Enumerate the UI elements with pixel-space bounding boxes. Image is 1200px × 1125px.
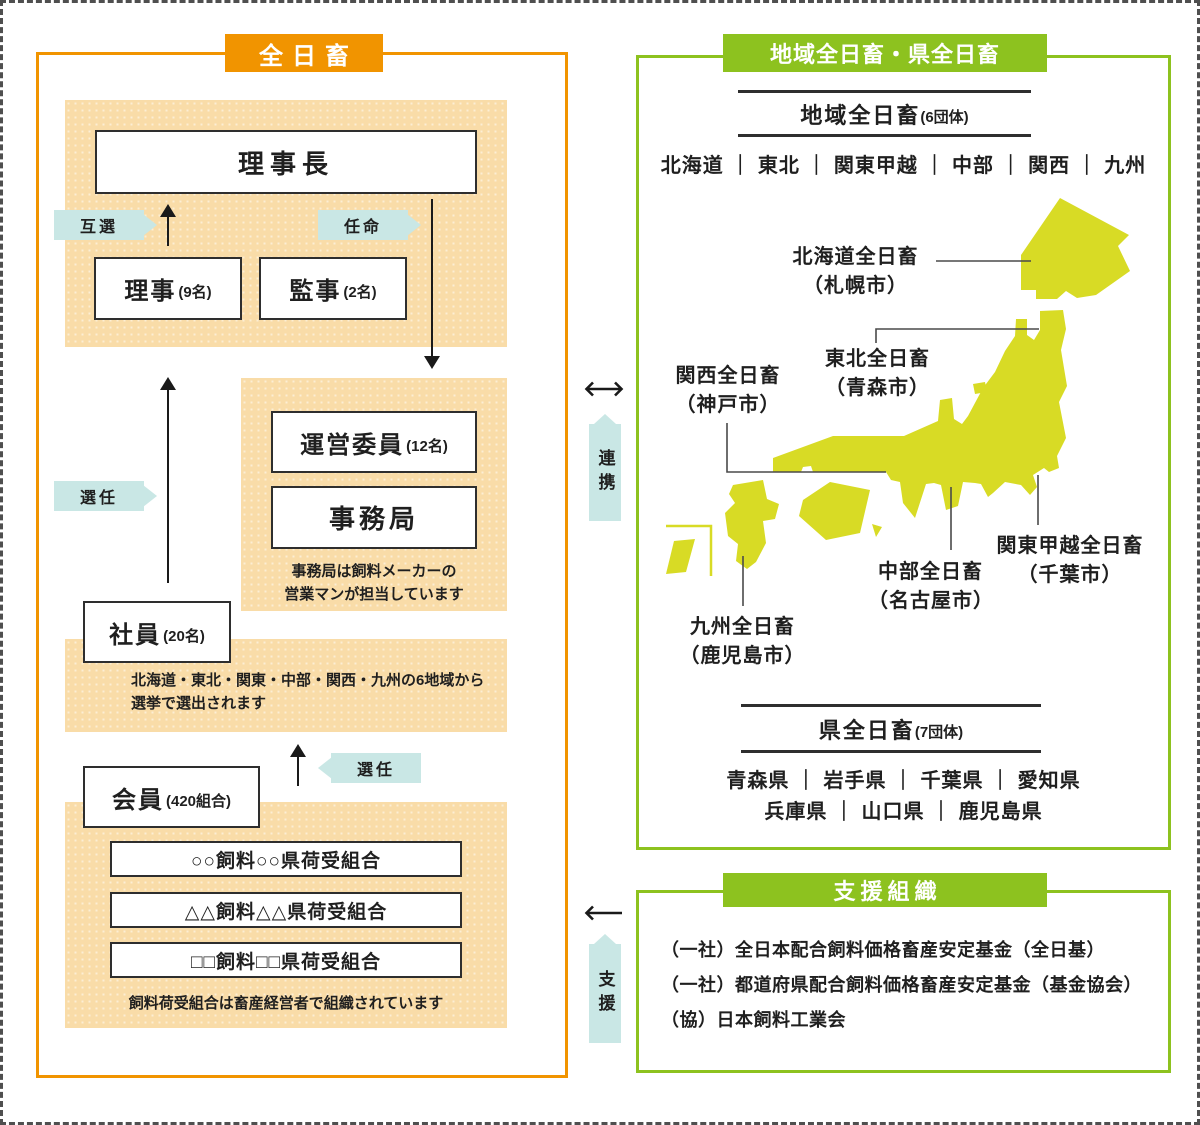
japan-map-svg [666,198,1130,606]
staff-note-line1: 北海道・東北・関東・中部・関西・九州の6地域から [131,672,485,689]
support-org-2: （一社）都道府県配合飼料価格畜産安定基金（基金協会） [661,975,1142,995]
awaji-island-shape [872,524,882,537]
chairman-to-committee-arrow [424,199,440,369]
secretariat-box: 事務局 [271,486,477,549]
okinawa-shape [666,539,695,574]
staff-note-line2: 選挙で選出されます [131,695,267,713]
tohoku-city: （青森市） [825,377,930,399]
member-note: 飼料荷受組合は畜産経営者で組織されています [128,995,444,1012]
okinawa-inset-bracket [666,524,713,576]
auditors-box: 監事(2名) [259,257,407,320]
hokkaido-shape [1021,198,1130,299]
tohoku-label: 東北全日畜 （青森市） [815,345,940,403]
directors-count: (9名) [178,284,212,301]
kansai-label: 関西全日畜 （神戸市） [663,362,793,420]
support-org-3: （協）日本飼料工業会 [661,1010,846,1030]
support-tag: 支援 [589,934,621,1043]
chubu-name: 中部全日畜 [878,561,983,583]
member-to-staff-arrow [290,744,306,786]
support-panel-title: 支援組織 [723,873,1047,907]
hokkaido-label: 北海道全日畜 （札幌市） [783,243,928,301]
regional-heading-rule-bottom [738,134,1031,137]
shikoku-shape [799,482,870,540]
regional-heading-rule-top [738,90,1031,93]
member-count: (420組合) [165,792,232,810]
staff-to-board-arrow [160,377,176,583]
staff-count: (20名) [163,627,205,645]
regional-list: 北海道 ｜ 東北 ｜ 関東甲越 ｜ 中部 ｜ 関西 ｜ 九州 [660,155,1147,177]
operating-committee-box: 運営委員(12名) [271,411,477,473]
prefectural-list-line2: 兵庫県 ｜ 山口県 ｜ 鹿児島県 [764,801,1043,823]
prefectural-heading-label: 県全日畜 [818,718,915,743]
cooperation-double-arrow-icon [582,380,626,403]
prefectural-heading-count: (7団体) [914,724,964,741]
member-label: 会員 [111,786,164,814]
chubu-label: 中部全日畜 （名古屋市） [868,558,993,616]
kanto-name: 関東甲越全日畜 [996,535,1144,557]
secretariat-note-line2: 営業マンが担当しています [284,586,464,604]
mutual-election-tag: 互選 [54,210,157,240]
union-box-1: ○○飼料○○県荷受組合 [110,841,462,877]
election-tag-upper: 選任 [54,481,157,511]
regional-heading: 地域全日畜(6団体) [738,94,1031,134]
hokkaido-city: （札幌市） [803,275,908,297]
kansai-city: （神戸市） [675,394,781,416]
kyushu-city: （鹿児島市） [679,645,806,667]
support-left-arrow-icon [582,904,626,927]
regional-panel-title: 地域全日畜・県全日畜 [723,34,1047,72]
staff-note: 北海道・東北・関東・中部・関西・九州の6地域から 選挙で選出されます [131,669,491,716]
directors-label: 理事 [124,278,177,305]
union-box-2: △△飼料△△県荷受組合 [110,892,462,928]
secretariat-note: 事務局は飼料メーカーの 営業マンが担当しています [247,560,501,607]
prefectural-heading-rule-bottom [741,750,1041,753]
zennichiku-panel-title: 全日畜 [225,34,383,72]
tohoku-leader-line [875,328,1039,343]
tohoku-name: 東北全日畜 [825,348,930,370]
secretariat-label: 事務局 [328,504,419,534]
prefectural-heading: 県全日畜(7団体) [741,708,1041,750]
committee-label: 運営委員 [300,431,405,459]
directors-box: 理事(9名) [94,257,242,320]
directors-to-chairman-arrow [160,204,176,246]
kansai-leader-line [726,423,886,473]
cooperation-tag: 連携 [589,414,621,521]
regional-heading-count: (6団体) [920,109,969,126]
member-box: 会員(420組合) [83,766,260,828]
kanto-city: （千葉市） [1017,564,1123,586]
auditors-count: (2名) [343,284,377,301]
chubu-city: （名古屋市） [868,590,994,612]
kyushu-name: 九州全日畜 [690,616,795,638]
support-organizations-panel [636,890,1171,1073]
staff-label: 社員 [109,621,162,649]
regional-heading-label: 地域全日畜 [800,103,921,128]
japan-map: 北海道全日畜 （札幌市） 東北全日畜 （青森市） 関西全日畜 （神戸市） 中部全… [653,188,1153,668]
election-tag-lower: 選任 [318,753,421,783]
hokkaido-name: 北海道全日畜 [792,246,919,268]
support-org-1: （一社）全日本配合飼料価格畜産安定基金（全日基） [661,940,1105,960]
prefectural-list-line1: 青森県 ｜ 岩手県 ｜ 千葉県 ｜ 愛知県 [726,770,1081,792]
chairman-box: 理事長 [95,130,477,194]
auditors-label: 監事 [289,278,342,305]
appointment-tag: 任命 [318,210,421,240]
kansai-name: 関西全日畜 [675,365,781,387]
kyushu-shape [725,480,779,569]
support-organizations-list: （一社）全日本配合飼料価格畜産安定基金（全日基） （一社）都道府県配合飼料価格畜… [661,933,1161,1038]
union-box-3: □□飼料□□県荷受組合 [110,942,462,978]
honshu-shape [773,310,1067,518]
chairman-label: 理事長 [237,148,334,179]
committee-count: (12名) [406,437,448,455]
kanto-label: 関東甲越全日畜 （千葉市） [991,532,1149,590]
staff-box: 社員(20名) [83,601,231,663]
secretariat-note-line1: 事務局は飼料メーカーの [291,563,457,580]
kyushu-label: 九州全日畜 （鹿児島市） [675,613,810,671]
prefectural-heading-rule-top [741,704,1041,707]
